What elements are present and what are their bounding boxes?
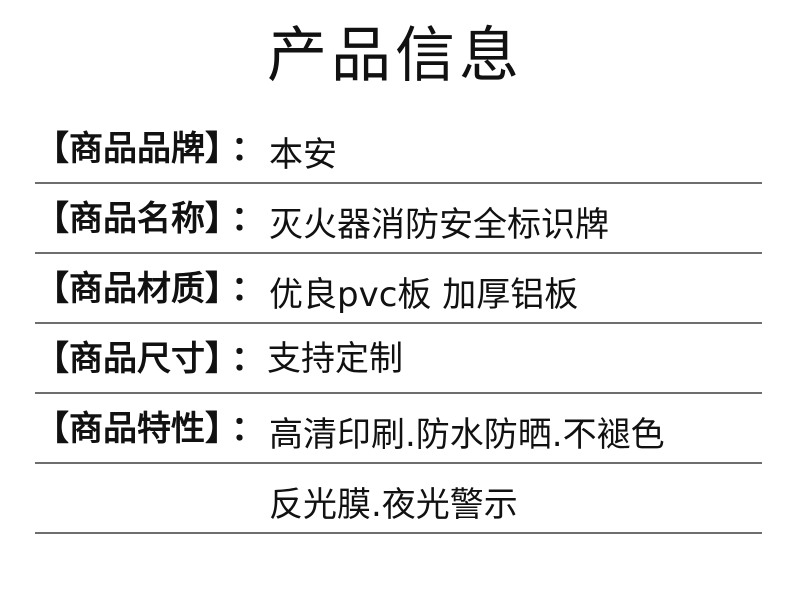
row-label: 【商品名称】 bbox=[35, 199, 239, 239]
divider-line bbox=[35, 532, 762, 534]
row-label: 【商品材质】 bbox=[35, 269, 239, 309]
row-colon: ： bbox=[231, 409, 265, 449]
divider-line bbox=[35, 392, 762, 394]
info-row-brand: 【商品品牌】 ： 本安 bbox=[35, 114, 762, 184]
row-label: 【商品尺寸】 bbox=[35, 339, 239, 379]
info-row-feature-continued: 反光膜.夜光警示 bbox=[35, 464, 762, 534]
divider-line bbox=[35, 252, 762, 254]
row-value: 高清印刷.防水防晒.不褪色 bbox=[269, 415, 665, 455]
divider-line bbox=[35, 182, 762, 184]
row-label: 【商品特性】 bbox=[35, 409, 239, 449]
row-value: 本安 bbox=[269, 135, 337, 175]
info-row-name: 【商品名称】 ： 灭火器消防安全标识牌 bbox=[35, 184, 762, 254]
row-colon: ： bbox=[231, 129, 265, 169]
info-row-size: 【商品尺寸】 ： 支持定制 bbox=[35, 324, 762, 394]
row-colon: ： bbox=[231, 269, 265, 309]
row-value: 支持定制 bbox=[267, 339, 403, 379]
info-row-material: 【商品材质】 ： 优良pvc板 加厚铝板 bbox=[35, 254, 762, 324]
info-row-feature: 【商品特性】 ： 高清印刷.防水防晒.不褪色 bbox=[35, 394, 762, 464]
row-value: 灭火器消防安全标识牌 bbox=[269, 205, 609, 245]
row-value: 优良pvc板 加厚铝板 bbox=[269, 275, 579, 315]
row-colon: ： bbox=[231, 339, 265, 379]
page-title: 产品信息 bbox=[267, 21, 523, 91]
row-value: 反光膜.夜光警示 bbox=[269, 485, 518, 525]
row-colon: ： bbox=[231, 199, 265, 239]
divider-line bbox=[35, 322, 762, 324]
divider-line bbox=[35, 462, 762, 464]
row-label: 【商品品牌】 bbox=[35, 129, 239, 169]
